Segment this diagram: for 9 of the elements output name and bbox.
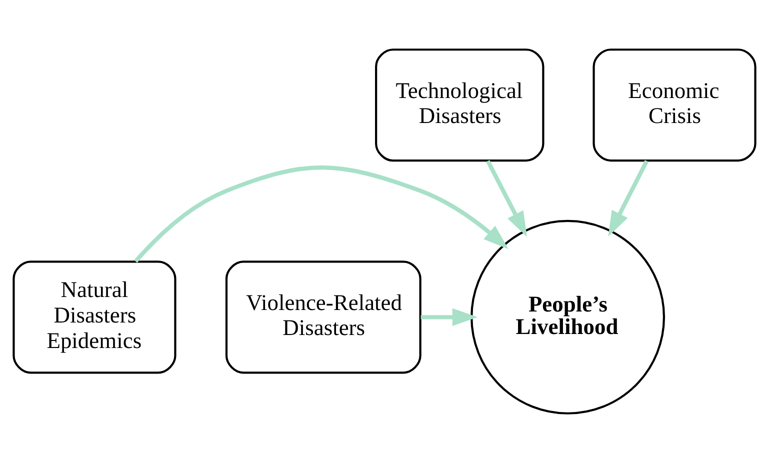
- node-circle: People’s Livelihood: [470, 219, 666, 414]
- node-box: Violence-Related Disasters: [225, 260, 422, 374]
- arrow: [608, 159, 649, 236]
- node-box: Natural Disasters Epidemics: [12, 260, 176, 374]
- arrow: [420, 308, 478, 326]
- arrow: [486, 159, 528, 236]
- node-box: Technological Disasters: [375, 48, 544, 162]
- node-box: Economic Crisis: [592, 48, 756, 162]
- arrow: [134, 164, 508, 262]
